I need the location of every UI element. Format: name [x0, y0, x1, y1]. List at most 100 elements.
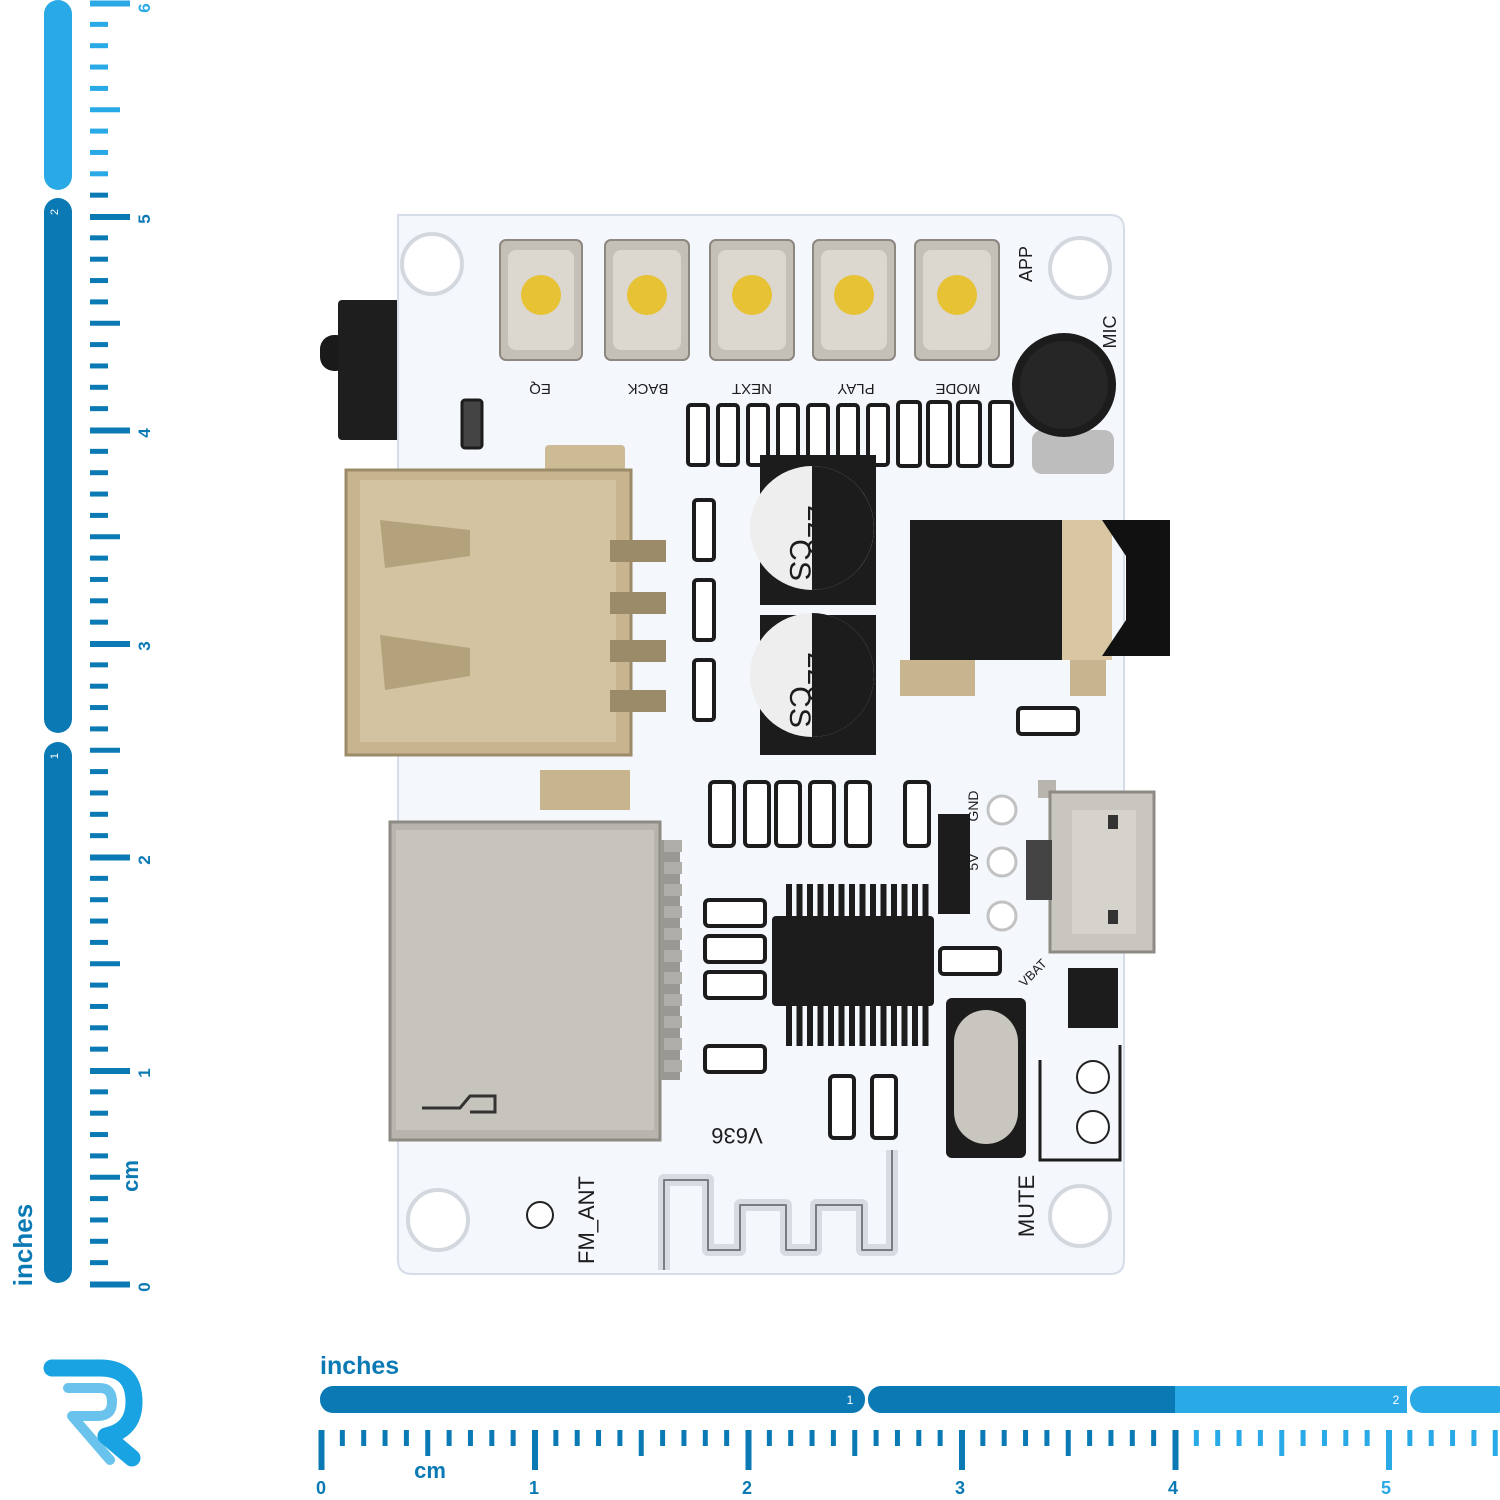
bottom-ruler-tick [1044, 1430, 1050, 1446]
smd-resistor [686, 403, 710, 467]
left-ruler-tick [90, 897, 108, 903]
left-cm-label-3: 3 [135, 641, 154, 650]
left-ruler-tick [90, 875, 108, 881]
bottom-ruler-inch-label-1: 1 [847, 1393, 854, 1407]
ic-pin [807, 1004, 813, 1046]
sd-pin [664, 994, 682, 1006]
left-ruler-inch-label-2: 2 [49, 209, 61, 215]
transistor [1068, 968, 1118, 1028]
bottom-ruler-tick [1087, 1430, 1093, 1446]
bottom-ruler-tick [1108, 1430, 1114, 1446]
bottom-cm-label-5: 5 [1381, 1478, 1391, 1498]
bottom-ruler-tick [681, 1430, 687, 1446]
bottom-ruler-tick [403, 1430, 409, 1446]
left-ruler-tick [90, 299, 108, 305]
bottom-ruler-tick [1364, 1430, 1370, 1446]
bottom-ruler-tick [788, 1430, 794, 1446]
left-ruler-tick [90, 0, 130, 7]
left-ruler-cm-labels: 0 1 2 3 4 5 6 [135, 3, 154, 1291]
label-5v: 5V [965, 853, 981, 871]
smd-resistor [956, 400, 982, 468]
ic-pin [859, 1004, 866, 1046]
left-ruler-tick [90, 982, 108, 988]
bottom-ruler-tick [724, 1430, 730, 1446]
left-ruler-ticks [90, 0, 130, 1288]
bottom-ruler-tick [425, 1430, 431, 1456]
left-ruler-tick [90, 1068, 130, 1074]
bottom-ruler-tick [489, 1430, 495, 1446]
bottom-ruler-tick [1343, 1430, 1349, 1446]
left-cm-label-2: 2 [135, 855, 154, 864]
bottom-cm-label-3: 3 [955, 1478, 965, 1498]
left-ruler-tick [90, 790, 108, 796]
pin-pads [986, 794, 1018, 932]
left-ruler-tick [90, 171, 108, 177]
left-ruler-tick [90, 534, 120, 540]
left-ruler-tick [90, 470, 108, 476]
smd-resistors-top [460, 398, 1014, 722]
left-ruler-tick [90, 854, 130, 861]
left-ruler-tick [90, 598, 108, 604]
sd-pin [664, 928, 682, 940]
ic-pin [859, 884, 866, 918]
ic-pin [870, 884, 876, 918]
bottom-ruler-tick [1279, 1430, 1285, 1456]
bottom-ruler-tick [510, 1430, 516, 1446]
bottom-ruler-tick [553, 1430, 559, 1446]
button-back [604, 239, 690, 361]
left-ruler-tick [90, 363, 108, 369]
left-ruler-tick [90, 278, 108, 284]
bottom-ruler-tick [980, 1430, 986, 1446]
left-ruler-tick [90, 448, 108, 454]
button-mode [914, 239, 1000, 361]
left-ruler-tick [90, 576, 108, 582]
left-ruler-tick [90, 128, 108, 134]
left-ruler-tick [90, 726, 108, 732]
left-ruler-tick [90, 1281, 130, 1288]
left-ruler-tick [90, 769, 108, 775]
ic-pin [922, 884, 929, 918]
left-ruler-tick [90, 1132, 108, 1138]
smd-resistor [692, 578, 716, 642]
left-ruler-tick [90, 320, 120, 326]
bottom-ruler-tick [916, 1430, 922, 1446]
smd-resistor [692, 658, 716, 722]
left-ruler-tick [90, 619, 108, 625]
bottom-ruler: inches 1 2 cm 0 1 2 3 4 5 [316, 1352, 1500, 1498]
sd-pin [664, 840, 682, 852]
left-ruler-tick [90, 214, 130, 220]
left-ruler-tick [90, 427, 130, 434]
left-ruler-tick [90, 1110, 108, 1116]
bottom-ruler-tick [1151, 1430, 1157, 1446]
label-next: NEXT [732, 380, 772, 397]
bottom-ruler-tick [1001, 1430, 1007, 1446]
bottom-ruler-tick [318, 1430, 325, 1470]
bottom-ruler-tick [873, 1430, 879, 1446]
left-ruler-tick [90, 833, 108, 839]
bottom-ruler-tick [852, 1430, 858, 1456]
micro-usb-port [1026, 780, 1156, 954]
ic-pin [870, 1004, 876, 1046]
bottom-ruler-tick [617, 1430, 623, 1446]
bottom-ruler-tick [1215, 1430, 1221, 1446]
left-ruler-tick [90, 1025, 108, 1031]
bottom-ruler-tick [959, 1430, 965, 1470]
bottom-cm-label-0: 0 [316, 1478, 326, 1498]
bottom-ruler-tick [1407, 1430, 1413, 1446]
ic-pin [880, 1004, 887, 1046]
usb-port [344, 445, 666, 757]
sd-card-slot [388, 770, 680, 1142]
left-ruler-tick [90, 961, 120, 967]
smd-resistor [692, 498, 716, 562]
ic-pin [796, 884, 803, 918]
bottom-ruler-tick [1428, 1430, 1434, 1446]
ic-pin [880, 884, 887, 918]
smd-components-middle [664, 706, 1080, 1140]
bottom-ruler-tick [532, 1430, 538, 1470]
left-ruler-tick [90, 406, 108, 412]
smd-resistor [866, 403, 890, 467]
label-eq: EQ [529, 380, 551, 397]
smd-resistor [716, 403, 740, 467]
left-ruler-tick [90, 918, 108, 924]
